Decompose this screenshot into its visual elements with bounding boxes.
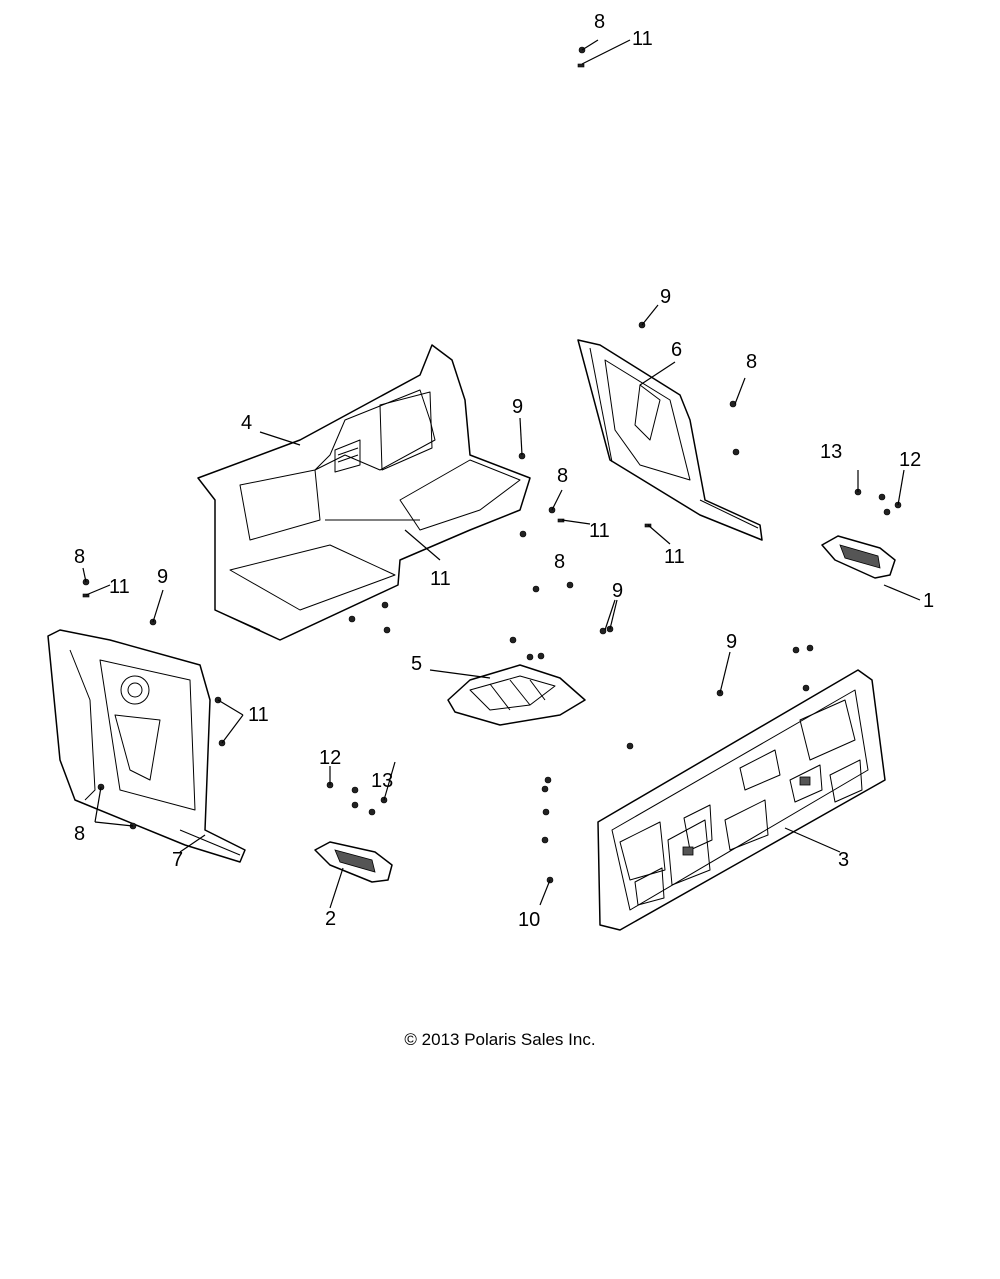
callout-11: 11 [589, 520, 610, 542]
callout-13: 13 [371, 770, 393, 792]
callout-12: 12 [899, 449, 921, 471]
part-3-floor-panel [597, 669, 886, 931]
callout-9: 9 [660, 286, 671, 308]
callout-11: 11 [248, 704, 269, 726]
callout-9: 9 [612, 580, 623, 602]
part-2-footrest [314, 841, 393, 883]
callout-5: 5 [411, 653, 422, 675]
callout-9: 9 [726, 631, 737, 653]
part-1-footrest [821, 535, 896, 579]
callout-10: 10 [518, 909, 540, 931]
callout-8: 8 [746, 351, 757, 373]
part-7-left-side-panel [47, 629, 246, 863]
callout-4: 4 [241, 412, 252, 434]
copyright-notice: © 2013 Polaris Sales Inc. [404, 1030, 596, 1049]
callout-11: 11 [632, 28, 653, 50]
callout-numbers: 1 2 3 4 5 6 7 8 8 8 8 8 8 9 9 9 9 9 10 1… [74, 11, 934, 931]
fasteners [82, 46, 902, 884]
callout-11: 11 [664, 546, 685, 568]
part-4-rear-panel [197, 344, 531, 641]
callout-11: 11 [430, 568, 451, 590]
part-5-center-bracket [447, 664, 586, 726]
callout-6: 6 [671, 339, 682, 361]
part-6-right-side-panel [577, 339, 763, 541]
callout-8: 8 [74, 823, 85, 845]
callout-8: 8 [594, 11, 605, 33]
callout-12: 12 [319, 747, 341, 769]
callout-3: 3 [838, 849, 849, 871]
callout-9: 9 [157, 566, 168, 588]
leader-lines [82, 39, 921, 909]
callout-9: 9 [512, 396, 523, 418]
callout-1: 1 [923, 590, 934, 612]
callout-8: 8 [74, 546, 85, 568]
callout-2: 2 [325, 908, 336, 930]
callout-8: 8 [557, 465, 568, 487]
callout-11: 11 [109, 576, 130, 598]
callout-8: 8 [554, 551, 565, 573]
callout-7: 7 [172, 849, 183, 871]
callout-13: 13 [820, 441, 842, 463]
